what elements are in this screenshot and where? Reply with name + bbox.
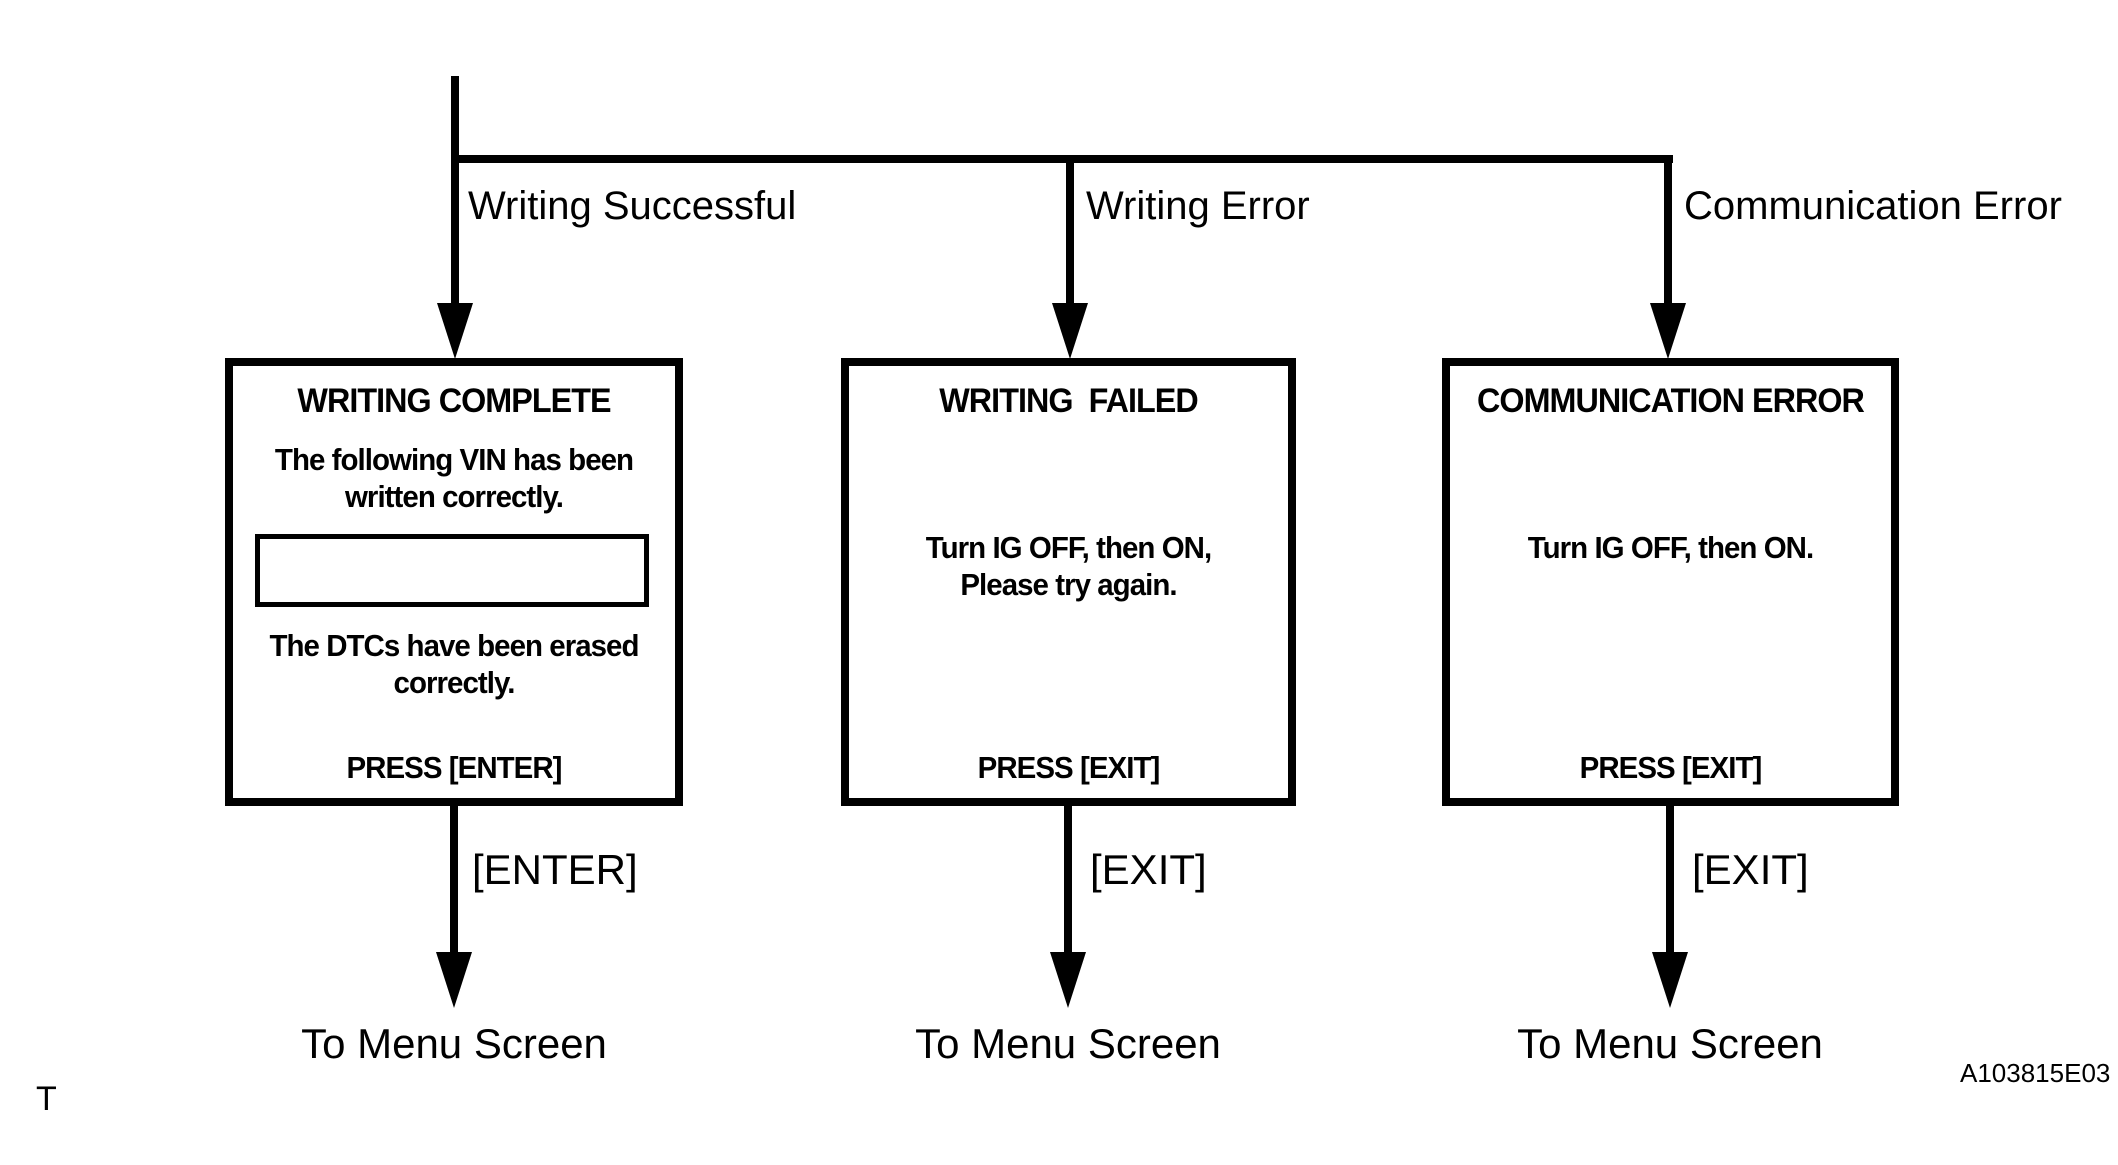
box-title: WRITING FAILED: [939, 382, 1198, 420]
destination-label: To Menu Screen: [301, 1020, 607, 1067]
box-message: Turn IG OFF, then ON.: [1527, 530, 1814, 565]
flow-branch-hline: [451, 155, 1673, 163]
arrow-down-icon: [1652, 952, 1688, 1008]
key-press-label: [ENTER]: [472, 846, 638, 893]
key-press-label: [EXIT]: [1692, 846, 1809, 893]
flow-stem-line: [451, 76, 459, 316]
flow-branch-line-communication-error: [1664, 155, 1672, 316]
destination-label: To Menu Screen: [915, 1020, 1221, 1067]
flow-exit-line: [1064, 806, 1072, 966]
box-press-instruction: PRESS [ENTER]: [346, 750, 562, 785]
flow-branch-line-writing-error: [1066, 155, 1074, 316]
vin-field: [255, 534, 649, 607]
branch-label-writing-successful: Writing Successful: [468, 184, 797, 228]
screen-box-communication-error: COMMUNICATION ERROR Turn IG OFF, then ON…: [1442, 358, 1899, 806]
figure-code: A103815E03: [1960, 1058, 2111, 1088]
box-press-instruction: PRESS [EXIT]: [1579, 750, 1763, 785]
screen-box-writing-failed: WRITING FAILED Turn IG OFF, then ON, Ple…: [841, 358, 1296, 806]
screen-box-writing-complete: WRITING COMPLETE The following VIN has b…: [225, 358, 683, 806]
flow-exit-line: [450, 806, 458, 966]
box-message: Turn IG OFF, then ON, Please try again.: [925, 530, 1212, 602]
box-message: The following VIN has been written corre…: [274, 442, 634, 514]
box-title: COMMUNICATION ERROR: [1477, 382, 1865, 420]
arrow-down-icon: [1650, 303, 1686, 359]
flow-exit-line: [1666, 806, 1674, 966]
arrow-down-icon: [437, 303, 473, 359]
box-message: The DTCs have been erased correctly.: [269, 628, 639, 700]
branch-label-writing-error: Writing Error: [1086, 184, 1310, 228]
destination-label: To Menu Screen: [1517, 1020, 1823, 1067]
branch-label-communication-error: Communication Error: [1684, 184, 2062, 228]
arrow-down-icon: [1050, 952, 1086, 1008]
arrow-down-icon: [1052, 303, 1088, 359]
arrow-down-icon: [436, 952, 472, 1008]
page-mark: T: [36, 1080, 57, 1118]
key-press-label: [EXIT]: [1090, 846, 1207, 893]
box-title: WRITING COMPLETE: [297, 382, 611, 420]
box-press-instruction: PRESS [EXIT]: [977, 750, 1161, 785]
